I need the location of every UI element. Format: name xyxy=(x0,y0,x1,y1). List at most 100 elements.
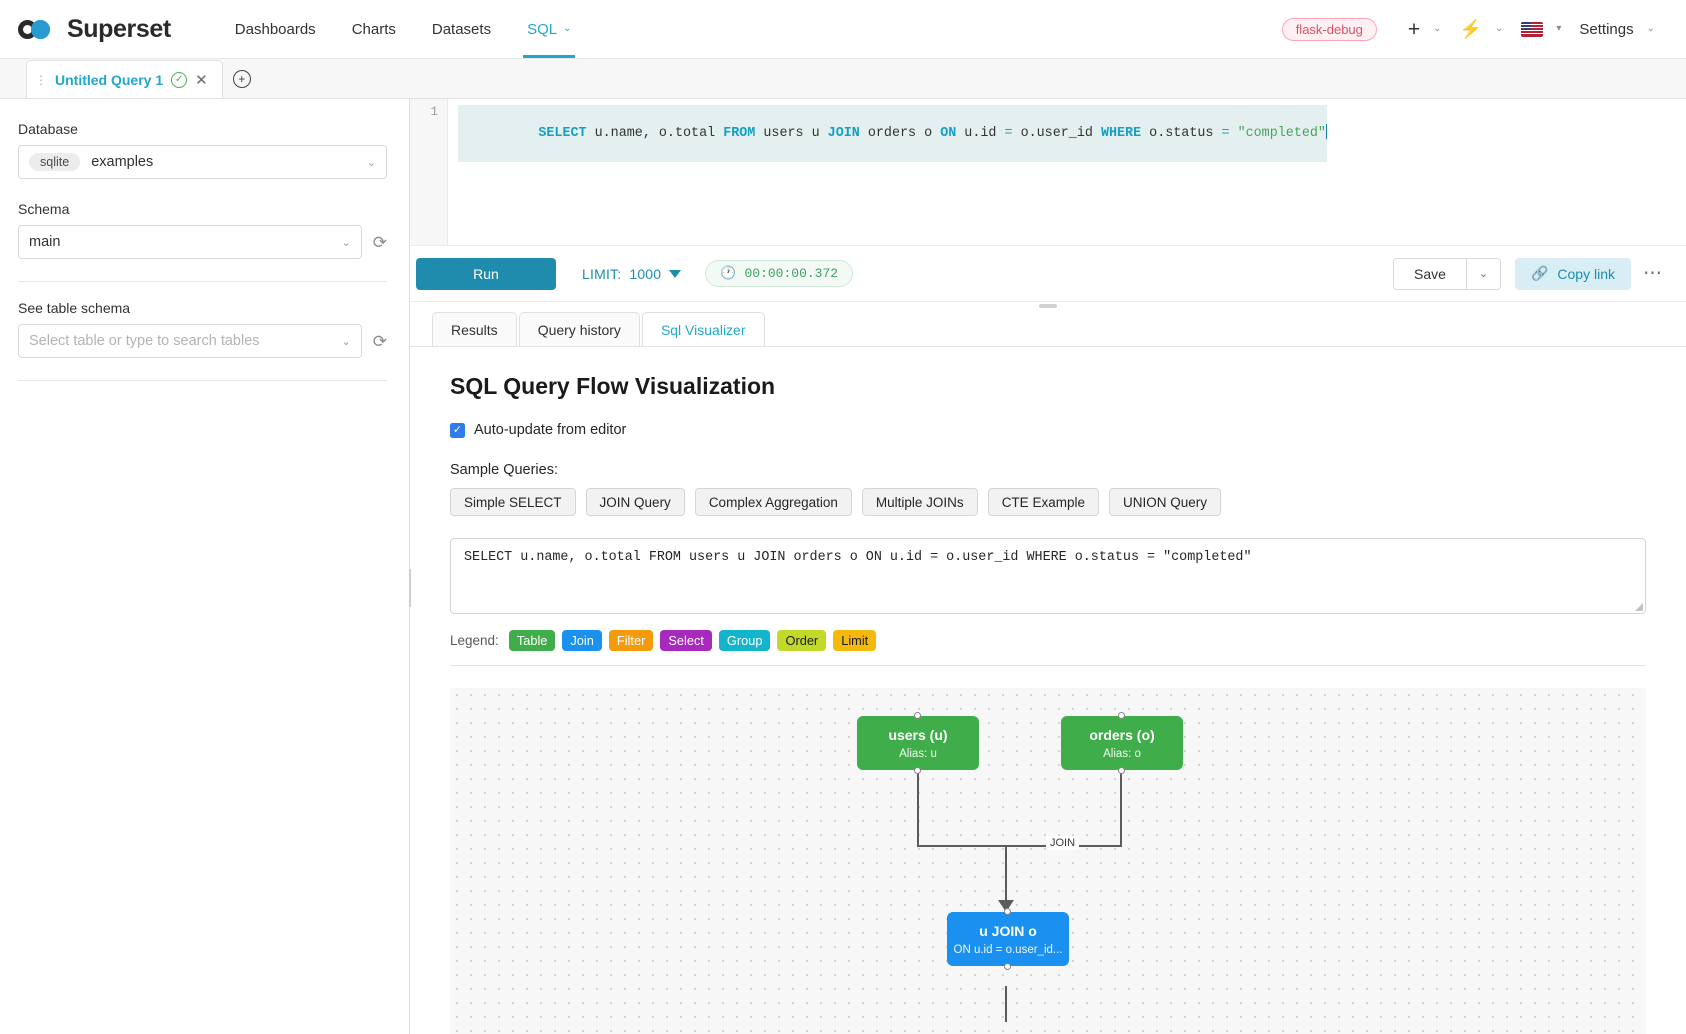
superset-logo-icon xyxy=(18,16,58,42)
query-flow-canvas[interactable]: JOIN users (u) Alias: u orders (o) Alias… xyxy=(450,688,1646,1034)
sql-editor[interactable]: 1 SELECT u.name, o.total FROM users u JO… xyxy=(410,99,1686,246)
editor-code-area[interactable]: SELECT u.name, o.total FROM users u JOIN… xyxy=(448,99,1686,245)
auto-update-label: Auto-update from editor xyxy=(474,422,627,438)
table-select[interactable]: Select table or type to search tables ⌄ xyxy=(18,324,362,358)
legend-chip-limit: Limit xyxy=(833,630,877,652)
panel-resize-handle[interactable] xyxy=(406,569,413,607)
add-query-tab-button[interactable]: + xyxy=(223,60,261,98)
legend-chip-select: Select xyxy=(660,630,712,652)
schema-select-value: main xyxy=(29,234,61,250)
query-timer: 🕐 00:00:00.372 xyxy=(705,260,854,287)
toolbar-right: Save ⌄ 🔗 Copy link ⋯ xyxy=(1393,257,1664,290)
database-engine-badge: sqlite xyxy=(29,153,81,171)
node-port-top xyxy=(1117,712,1125,720)
limit-value: 1000 xyxy=(629,265,662,282)
legend-chip-join: Join xyxy=(562,630,602,652)
tab-results[interactable]: Results xyxy=(432,312,517,346)
sample-button-simple-select[interactable]: Simple SELECT xyxy=(450,488,576,516)
edge-label-join: JOIN xyxy=(1046,836,1080,851)
nav-link-dashboards-label: Dashboards xyxy=(234,20,316,38)
copy-link-button[interactable]: 🔗 Copy link xyxy=(1514,257,1631,290)
sample-button-cte-example[interactable]: CTE Example xyxy=(987,488,1099,516)
plus-icon: + xyxy=(1407,17,1421,41)
drag-handle-icon[interactable]: ⋮ xyxy=(35,72,47,87)
chevron-down-icon: ⌄ xyxy=(1494,22,1504,34)
query-tab-strip: ⋮ Untitled Query 1 ✓ ✕ + xyxy=(0,59,1686,99)
tab-results-label: Results xyxy=(451,321,498,338)
node-join[interactable]: u JOIN o ON u.id = o.user_id... xyxy=(947,908,1069,971)
nav-link-dashboards[interactable]: Dashboards xyxy=(217,0,334,58)
plus-circle-icon: + xyxy=(232,70,251,88)
settings-label: Settings xyxy=(1579,20,1634,38)
chevron-down-icon: ⌄ xyxy=(1646,22,1655,34)
node-orders-title: orders (o) xyxy=(1089,726,1155,743)
query-timer-value: 00:00:00.372 xyxy=(744,266,839,281)
more-horizontal-icon[interactable]: ⋯ xyxy=(1643,263,1664,284)
limit-dropdown[interactable]: LIMIT: 1000 xyxy=(582,265,682,282)
limit-label: LIMIT: xyxy=(582,265,622,282)
sample-button-join-query[interactable]: JOIN Query xyxy=(585,488,685,516)
sample-button-union-query[interactable]: UNION Query xyxy=(1108,488,1221,516)
refresh-icon[interactable]: ⟳ xyxy=(372,232,387,252)
save-button-group: Save ⌄ xyxy=(1393,257,1501,290)
node-port-top xyxy=(913,712,921,720)
chevron-down-icon: ▾ xyxy=(1556,22,1562,34)
nav-link-datasets[interactable]: Datasets xyxy=(414,0,509,58)
tab-sql-visualizer[interactable]: Sql Visualizer xyxy=(641,312,765,346)
auto-update-checkbox[interactable]: ✓ xyxy=(450,422,465,438)
visualizer-inner: SQL Query Flow Visualization ✓ Auto-upda… xyxy=(410,373,1686,1034)
workspace: Database sqlite examples ⌄ Schema main ⌄… xyxy=(0,99,1686,1034)
chevron-down-icon xyxy=(669,269,682,278)
token-userid: o.user_id xyxy=(1012,126,1101,141)
legend-chip-table: Table xyxy=(508,630,556,652)
panel-divider-2 xyxy=(18,380,387,381)
schema-select[interactable]: main ⌄ xyxy=(18,225,362,259)
sample-button-multiple-joins[interactable]: Multiple JOINs xyxy=(861,488,978,516)
token-completed: "completed" xyxy=(1237,126,1326,141)
primary-nav: Dashboards Charts Datasets SQL ⌄ xyxy=(217,0,590,58)
node-users-title: users (u) xyxy=(888,726,948,743)
node-users[interactable]: users (u) Alias: u xyxy=(857,712,979,775)
node-orders[interactable]: orders (o) Alias: o xyxy=(1061,712,1183,775)
tab-query-history[interactable]: Query history xyxy=(518,312,640,346)
editor-toolbar: Run LIMIT: 1000 🕐 00:00:00.372 Save ⌄ 🔗 … xyxy=(410,246,1686,308)
editor-resize-handle[interactable] xyxy=(1039,304,1057,308)
nav-link-sql[interactable]: SQL ⌄ xyxy=(509,0,589,58)
chevron-down-icon: ⌄ xyxy=(341,335,351,348)
token-select: SELECT xyxy=(538,126,587,141)
save-dropdown-toggle[interactable]: ⌄ xyxy=(1465,258,1500,289)
close-icon[interactable]: ✕ xyxy=(195,71,208,89)
nav-link-charts[interactable]: Charts xyxy=(334,0,414,58)
clock-icon: 🕐 xyxy=(720,266,737,281)
schema-row: main ⌄ ⟳ xyxy=(18,225,387,259)
save-button[interactable]: Save xyxy=(1394,258,1466,289)
run-button[interactable]: Run xyxy=(416,257,556,290)
nav-link-charts-label: Charts xyxy=(351,20,396,38)
edge-horizontal-connector xyxy=(917,845,1122,848)
bolt-menu-button[interactable]: ⚡ ⌄ xyxy=(1451,20,1513,38)
settings-menu[interactable]: Settings ⌄ xyxy=(1570,21,1664,38)
token-uid: u.id xyxy=(956,126,1005,141)
nav-link-datasets-label: Datasets xyxy=(431,20,492,38)
node-orders-alias: Alias: o xyxy=(1103,748,1141,761)
new-menu-button[interactable]: + ⌄ xyxy=(1399,19,1451,40)
edge-join-down xyxy=(1005,986,1007,1023)
database-select[interactable]: sqlite examples ⌄ xyxy=(18,145,387,179)
token-orders: orders o xyxy=(859,126,941,141)
language-picker[interactable]: ▾ xyxy=(1512,21,1570,37)
node-port-bottom xyxy=(913,767,921,775)
edge-users-vertical xyxy=(917,770,919,848)
right-panel: 1 SELECT u.name, o.total FROM users u JO… xyxy=(410,99,1686,1034)
token-from: FROM xyxy=(723,126,756,141)
flask-debug-badge: flask-debug xyxy=(1281,17,1377,41)
token-space xyxy=(1230,126,1238,141)
bolt-icon: ⚡ xyxy=(1459,19,1482,39)
query-tab-active[interactable]: ⋮ Untitled Query 1 ✓ ✕ xyxy=(26,60,223,98)
token-where: WHERE xyxy=(1100,126,1142,141)
legend-chip-group: Group xyxy=(718,630,771,652)
brand-logo-area[interactable]: Superset xyxy=(18,15,171,44)
sql-input-textarea[interactable]: SELECT u.name, o.total FROM users u JOIN… xyxy=(450,538,1646,614)
refresh-icon[interactable]: ⟳ xyxy=(372,331,387,351)
sample-button-complex-aggregation[interactable]: Complex Aggregation xyxy=(694,488,852,516)
token-join: JOIN xyxy=(827,126,860,141)
